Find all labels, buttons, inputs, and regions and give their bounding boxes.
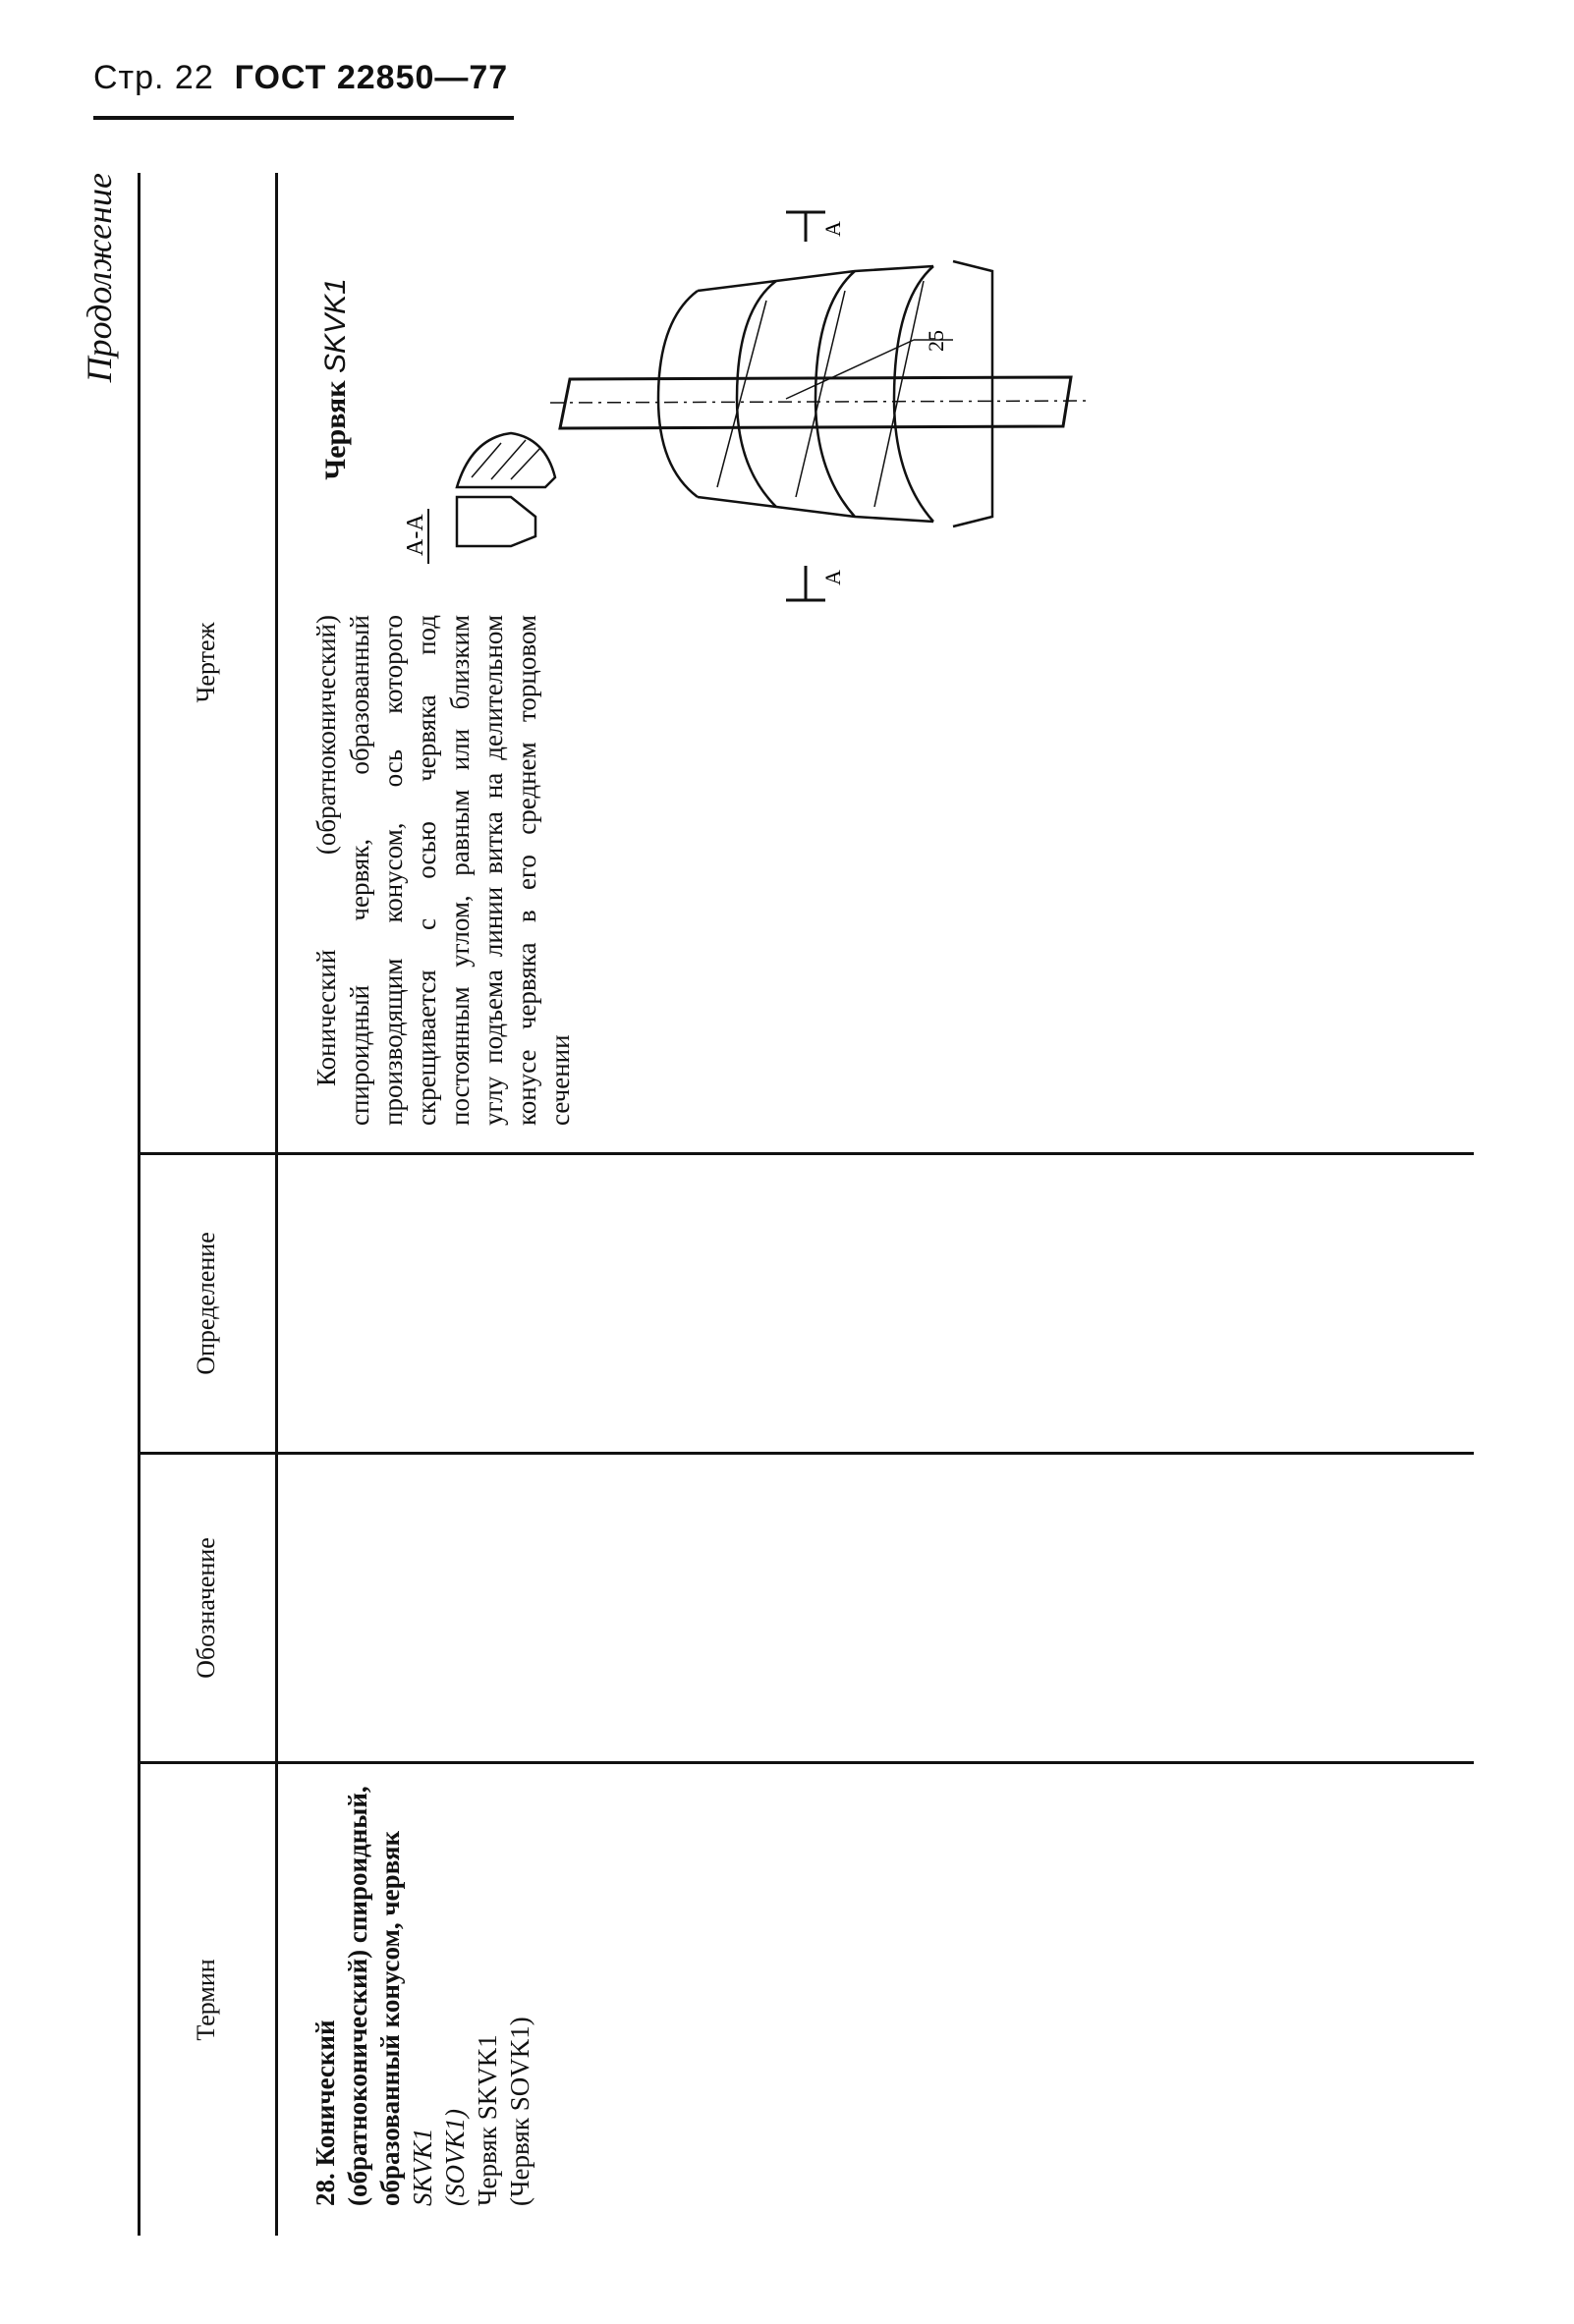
header-rule bbox=[93, 116, 514, 120]
worm-drawing: А-А bbox=[403, 210, 1092, 602]
column-header-drawing: Чертеж bbox=[192, 622, 220, 703]
column-header-term: Термин bbox=[192, 1959, 220, 2041]
column-header-designation: Обозначение bbox=[192, 1537, 220, 1679]
column-divider-3 bbox=[138, 1152, 1474, 1155]
term-short-alt: (Червяк SOVK1) bbox=[505, 2017, 534, 2206]
cut-mark-left: А bbox=[786, 566, 845, 602]
continuation-label: Продолжение bbox=[80, 173, 119, 383]
column-divider-2 bbox=[138, 1452, 1474, 1455]
leader-callout: 25 bbox=[785, 330, 953, 400]
page-header: Стр. 22 ГОСТ 22850—77 bbox=[93, 59, 508, 97]
worm-threads bbox=[656, 259, 994, 528]
term-cell: 28. Конический (обратноконический) спиро… bbox=[309, 1774, 536, 2206]
term-code-alt: (SOVK1) bbox=[440, 2109, 470, 2206]
definition-cell: Конический (обратноконический) спироидны… bbox=[311, 615, 575, 1126]
drawing-title: Червяк SKVK1 bbox=[319, 193, 353, 566]
worm-shaft bbox=[549, 375, 1092, 430]
column-divider-1 bbox=[138, 1761, 1474, 1764]
terms-table: Термин Обозначение Определение Чертеж 28… bbox=[138, 173, 1474, 2236]
page-number: Стр. 22 bbox=[93, 59, 214, 96]
term-short: Червяк SKVK1 bbox=[473, 2034, 502, 2206]
table-header-rule bbox=[275, 173, 278, 2236]
section-view: А-А bbox=[403, 431, 557, 564]
section-label: А-А bbox=[403, 514, 428, 556]
drawing-title-code: SKVK1 bbox=[319, 278, 352, 373]
rotated-table-page: Продолжение Термин Обозначение Определен… bbox=[79, 173, 1474, 2236]
cut-mark-right-label: А bbox=[820, 221, 845, 237]
column-header-definition: Определение bbox=[192, 1232, 220, 1375]
drawing-title-word: Червяк bbox=[319, 380, 352, 480]
standard-number: ГОСТ 22850—77 bbox=[234, 59, 509, 96]
term-main: 28. Конический (обратноконический) спиро… bbox=[310, 1786, 405, 2206]
cut-mark-right: А bbox=[786, 210, 845, 242]
term-code: SKVK1 bbox=[408, 2128, 437, 2206]
leader-number: 25 bbox=[924, 330, 948, 352]
cut-mark-left-label: А bbox=[820, 570, 845, 585]
